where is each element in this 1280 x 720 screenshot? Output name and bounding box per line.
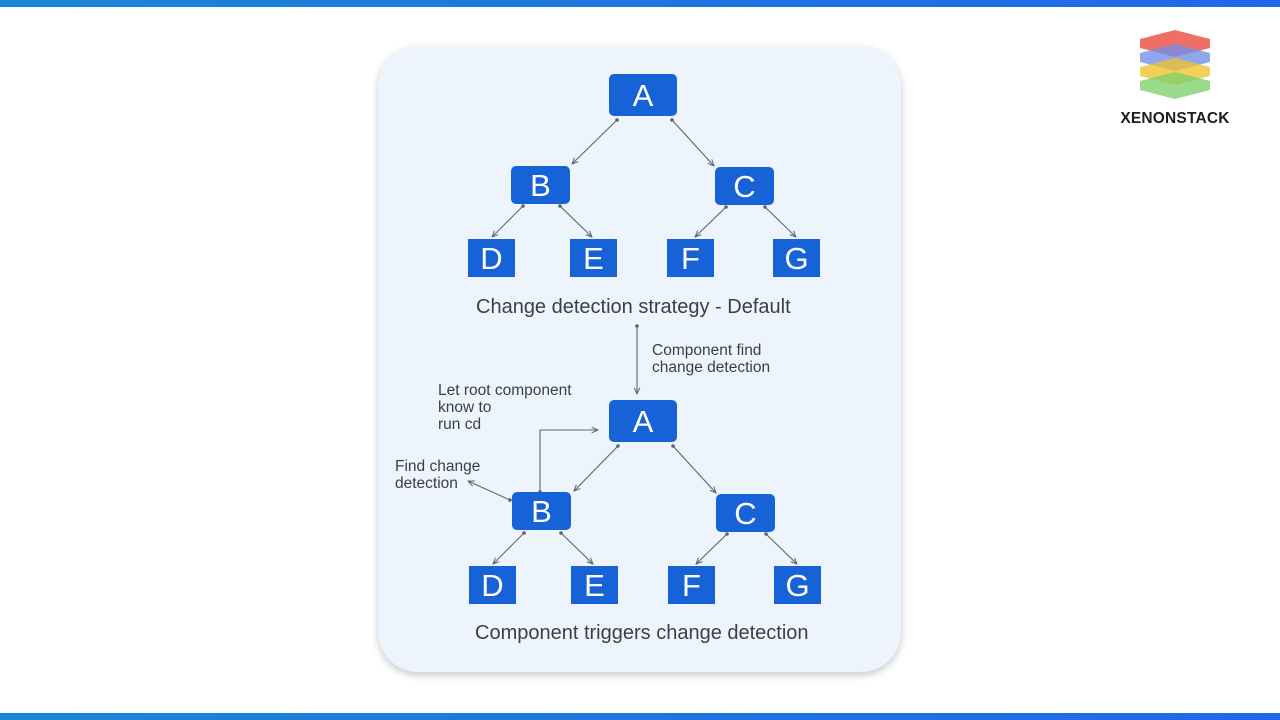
bottom-node-f: F xyxy=(668,566,715,604)
bottom-node-a: A xyxy=(609,400,677,442)
top-node-c: C xyxy=(715,167,774,205)
find-change-arrow xyxy=(468,480,511,501)
top-accent-bar xyxy=(0,0,1280,7)
bottom-edge-b-d xyxy=(493,532,525,564)
notify-root-arrow xyxy=(539,430,598,492)
transition-label-line-2: change detection xyxy=(652,359,771,376)
top-edge-a-b xyxy=(572,119,618,164)
bottom-edge-c-f xyxy=(696,533,728,564)
top-node-b: B xyxy=(511,166,570,204)
note-root-line-2: know to xyxy=(438,399,492,416)
bottom-edge-a-c xyxy=(672,445,716,493)
note-find-change-detection: Find change detection xyxy=(395,458,480,492)
top-edge-b-d-origin-dot xyxy=(521,204,525,208)
top-node-g: G xyxy=(773,239,820,277)
bottom-edge-c-f-origin-dot xyxy=(725,532,729,536)
logo-layer-4 xyxy=(1140,72,1210,99)
bottom-accent-bar xyxy=(0,713,1280,720)
bottom-tree-caption: Component triggers change detection xyxy=(475,622,809,644)
bottom-edge-c-g xyxy=(765,533,797,564)
stacked-layers-icon xyxy=(1140,30,1210,99)
bottom-edge-b-d-origin-dot xyxy=(522,531,526,535)
bottom-node-e: E xyxy=(571,566,618,604)
bottom-node-c: C xyxy=(716,494,775,532)
bottom-edge-b-e xyxy=(560,532,593,564)
bottom-edge-c-g-origin-dot xyxy=(764,532,768,536)
bottom-edge-a-b-origin-dot xyxy=(616,444,620,448)
top-edge-a-b-origin-dot xyxy=(615,118,619,122)
bottom-node-d: D xyxy=(469,566,516,604)
top-edge-a-c-origin-dot xyxy=(670,118,674,122)
transition-arrow-origin-dot xyxy=(635,324,639,328)
top-node-a: A xyxy=(609,74,677,116)
top-edge-c-f xyxy=(695,206,727,237)
top-node-d: D xyxy=(468,239,515,277)
transition-label: Component find change detection xyxy=(652,342,770,376)
top-node-f: F xyxy=(667,239,714,277)
note-root-line-1: Let root component xyxy=(438,382,572,399)
note-find-line-2: detection xyxy=(395,475,458,492)
top-edge-b-d xyxy=(492,205,524,237)
top-node-e: E xyxy=(570,239,617,277)
bottom-edge-b-e-origin-dot xyxy=(559,531,563,535)
top-edge-a-c xyxy=(671,119,714,166)
find-change-arrow-origin-dot xyxy=(508,498,512,502)
top-edge-c-f-origin-dot xyxy=(724,205,728,209)
xenonstack-logo: XENONSTACK xyxy=(1112,26,1238,130)
note-find-line-1: Find change xyxy=(395,458,481,475)
bottom-node-g: G xyxy=(774,566,821,604)
top-edge-c-g xyxy=(764,206,796,237)
transition-label-line-1: Component find xyxy=(652,342,762,359)
note-root-line-3: run cd xyxy=(438,416,482,433)
top-edge-c-g-origin-dot xyxy=(763,205,767,209)
bottom-edge-a-b xyxy=(574,445,619,491)
bottom-edge-a-c-origin-dot xyxy=(671,444,675,448)
bottom-node-b: B xyxy=(512,492,571,530)
top-edge-b-e xyxy=(559,205,592,237)
note-let-root-component: Let root component know to run cd xyxy=(438,382,572,433)
top-edge-b-e-origin-dot xyxy=(558,204,562,208)
top-tree-caption: Change detection strategy - Default xyxy=(476,296,791,318)
logo-wordmark: XENONSTACK xyxy=(1120,110,1230,127)
